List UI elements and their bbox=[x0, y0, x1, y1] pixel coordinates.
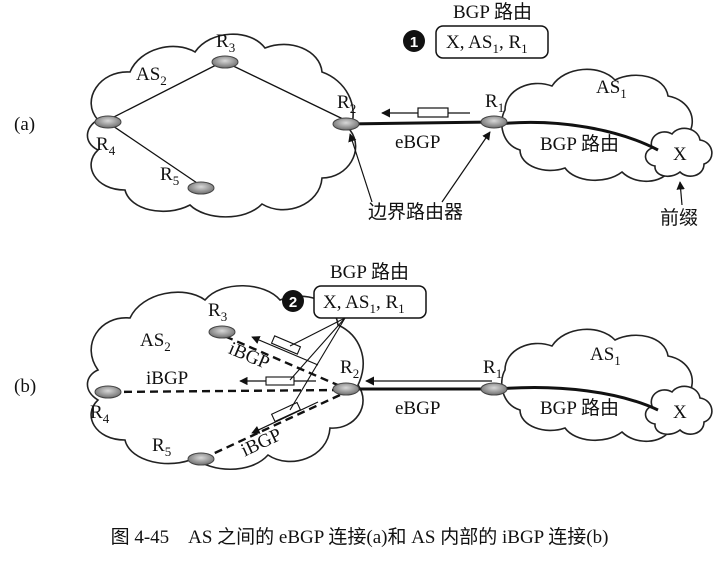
link-r4-r5-a bbox=[109, 123, 201, 186]
router-r1-b bbox=[480, 382, 508, 396]
box-pointer-2 bbox=[289, 317, 346, 381]
box-pointer-1 bbox=[289, 317, 346, 347]
router-r2-a bbox=[332, 117, 360, 131]
step-badge-1 bbox=[403, 30, 425, 52]
ebgp-label-b: eBGP bbox=[395, 398, 440, 419]
pointer-r2 bbox=[348, 133, 373, 203]
router-r4-b bbox=[94, 385, 122, 399]
label-as2-a: AS2 bbox=[136, 64, 167, 88]
route-title-a: BGP 路由 bbox=[453, 1, 532, 23]
prefix-x-cloud-b bbox=[644, 385, 713, 436]
router-r2-b bbox=[332, 382, 360, 396]
link-r3-r2-a bbox=[224, 61, 346, 121]
bgp-route-flow-a bbox=[497, 120, 659, 152]
label-as1-b: AS1 bbox=[590, 344, 621, 368]
label-r3-a: R3 bbox=[216, 31, 235, 55]
link-r3-r4-a bbox=[107, 61, 223, 121]
ebgp-label-a: eBGP bbox=[395, 132, 440, 153]
route-box-b bbox=[313, 285, 427, 319]
msg-packet-r3 bbox=[270, 335, 302, 355]
bgp-route-label-a: BGP 路由 bbox=[540, 133, 619, 155]
pointer-r1 bbox=[441, 131, 491, 203]
panel-tag-b: (b) bbox=[14, 376, 36, 397]
router-r3-b bbox=[208, 325, 236, 339]
msg-packet-r4 bbox=[265, 376, 295, 386]
message-packet-a bbox=[417, 107, 449, 118]
ibgp-label-r4: iBGP bbox=[146, 368, 188, 389]
label-r3-b: R3 bbox=[208, 300, 227, 324]
ibgp-link-r5 bbox=[203, 393, 341, 460]
bgp-route-label-b: BGP 路由 bbox=[540, 397, 619, 419]
label-as1-a: AS1 bbox=[596, 77, 627, 101]
label-r4-b: R4 bbox=[90, 402, 110, 426]
route-box-text-b: X, AS1, R1 bbox=[323, 292, 405, 316]
ibgp-link-r3 bbox=[221, 333, 341, 388]
panel-b: X R3 R4 R5 R2 R1 AS2 AS1 (b) eBGP BGP bbox=[14, 261, 713, 471]
border-router-label: 边界路由器 bbox=[368, 201, 463, 223]
router-r1-a bbox=[480, 115, 508, 129]
prefix-x-cloud-a bbox=[644, 127, 713, 178]
panel-tag-a: (a) bbox=[14, 114, 35, 135]
step-badge-1-text: 1 bbox=[410, 34, 418, 51]
msg-packet-r5 bbox=[270, 401, 302, 423]
as2-cloud-a bbox=[86, 33, 357, 218]
router-r3-a bbox=[211, 55, 239, 69]
router-r4-a bbox=[94, 115, 122, 129]
bgp-route-flow-b bbox=[497, 386, 659, 412]
prefix-x-b: X bbox=[673, 402, 687, 423]
msg-arrow-r5 bbox=[251, 401, 319, 434]
route-box-a bbox=[435, 25, 549, 59]
box-pointer-3 bbox=[289, 317, 346, 411]
router-r5-a bbox=[187, 181, 215, 195]
step-badge-2-text: 2 bbox=[289, 294, 297, 311]
prefix-x-a: X bbox=[673, 144, 687, 165]
router-r5-b bbox=[187, 452, 215, 466]
figure-caption: 图 4-45 AS 之间的 eBGP 连接(a)和 AS 内部的 iBGP 连接… bbox=[110, 527, 609, 548]
route-title-b: BGP 路由 bbox=[330, 261, 409, 283]
label-r1-a: R1 bbox=[485, 91, 504, 115]
prefix-label: 前缀 bbox=[660, 207, 698, 229]
label-as2-b: AS2 bbox=[140, 330, 171, 354]
step-badge-2 bbox=[282, 290, 304, 312]
label-r1-b: R1 bbox=[483, 357, 502, 381]
label-r2-a: R2 bbox=[337, 92, 356, 116]
panel-a: X R3 R4 R5 R2 R1 AS2 AS1 (a) eBGP BGP 路由… bbox=[14, 1, 713, 229]
ebgp-link-a bbox=[345, 120, 494, 126]
as2-cloud-b bbox=[86, 284, 364, 471]
label-r2-b: R2 bbox=[340, 357, 359, 381]
route-box-text-a: X, AS1, R1 bbox=[446, 32, 528, 56]
label-r5-a: R5 bbox=[160, 164, 179, 188]
label-r5-b: R5 bbox=[152, 435, 171, 459]
label-r4-a: R4 bbox=[96, 134, 116, 158]
pointer-prefix bbox=[676, 181, 685, 206]
